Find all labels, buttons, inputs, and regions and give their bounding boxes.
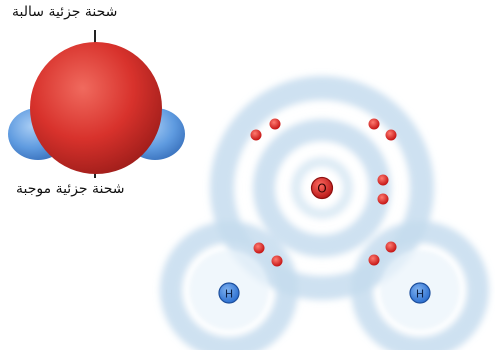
hydrogen-nucleus <box>218 282 240 304</box>
electron <box>269 118 281 130</box>
electron <box>385 241 397 253</box>
space-filling-model <box>8 30 185 178</box>
electron <box>385 129 397 141</box>
electron <box>368 118 380 130</box>
oxygen-nucleus <box>310 176 334 200</box>
hydrogen-symbol: H <box>225 288 233 301</box>
electron <box>377 174 389 186</box>
electron <box>377 193 389 205</box>
partial-negative-charge-label: شحنة جزئية سالبة <box>12 4 118 20</box>
electron <box>253 242 265 254</box>
partial-positive-charge-label: شحنة جزئية موجبة <box>16 181 125 197</box>
electron <box>368 254 380 266</box>
electron <box>250 129 262 141</box>
hydrogen-atom-right: H <box>409 282 431 304</box>
hydrogen-atom-left: H <box>218 282 240 304</box>
hydrogen-nucleus <box>409 282 431 304</box>
electron-shell-model: O H H <box>160 76 489 350</box>
electron <box>271 255 283 267</box>
hydrogen-symbol: H <box>416 288 424 301</box>
electron-shell-glow <box>160 76 489 350</box>
oxygen-atom: O <box>310 176 334 200</box>
oxygen-symbol: O <box>317 182 326 196</box>
oxygen-region <box>30 42 162 174</box>
